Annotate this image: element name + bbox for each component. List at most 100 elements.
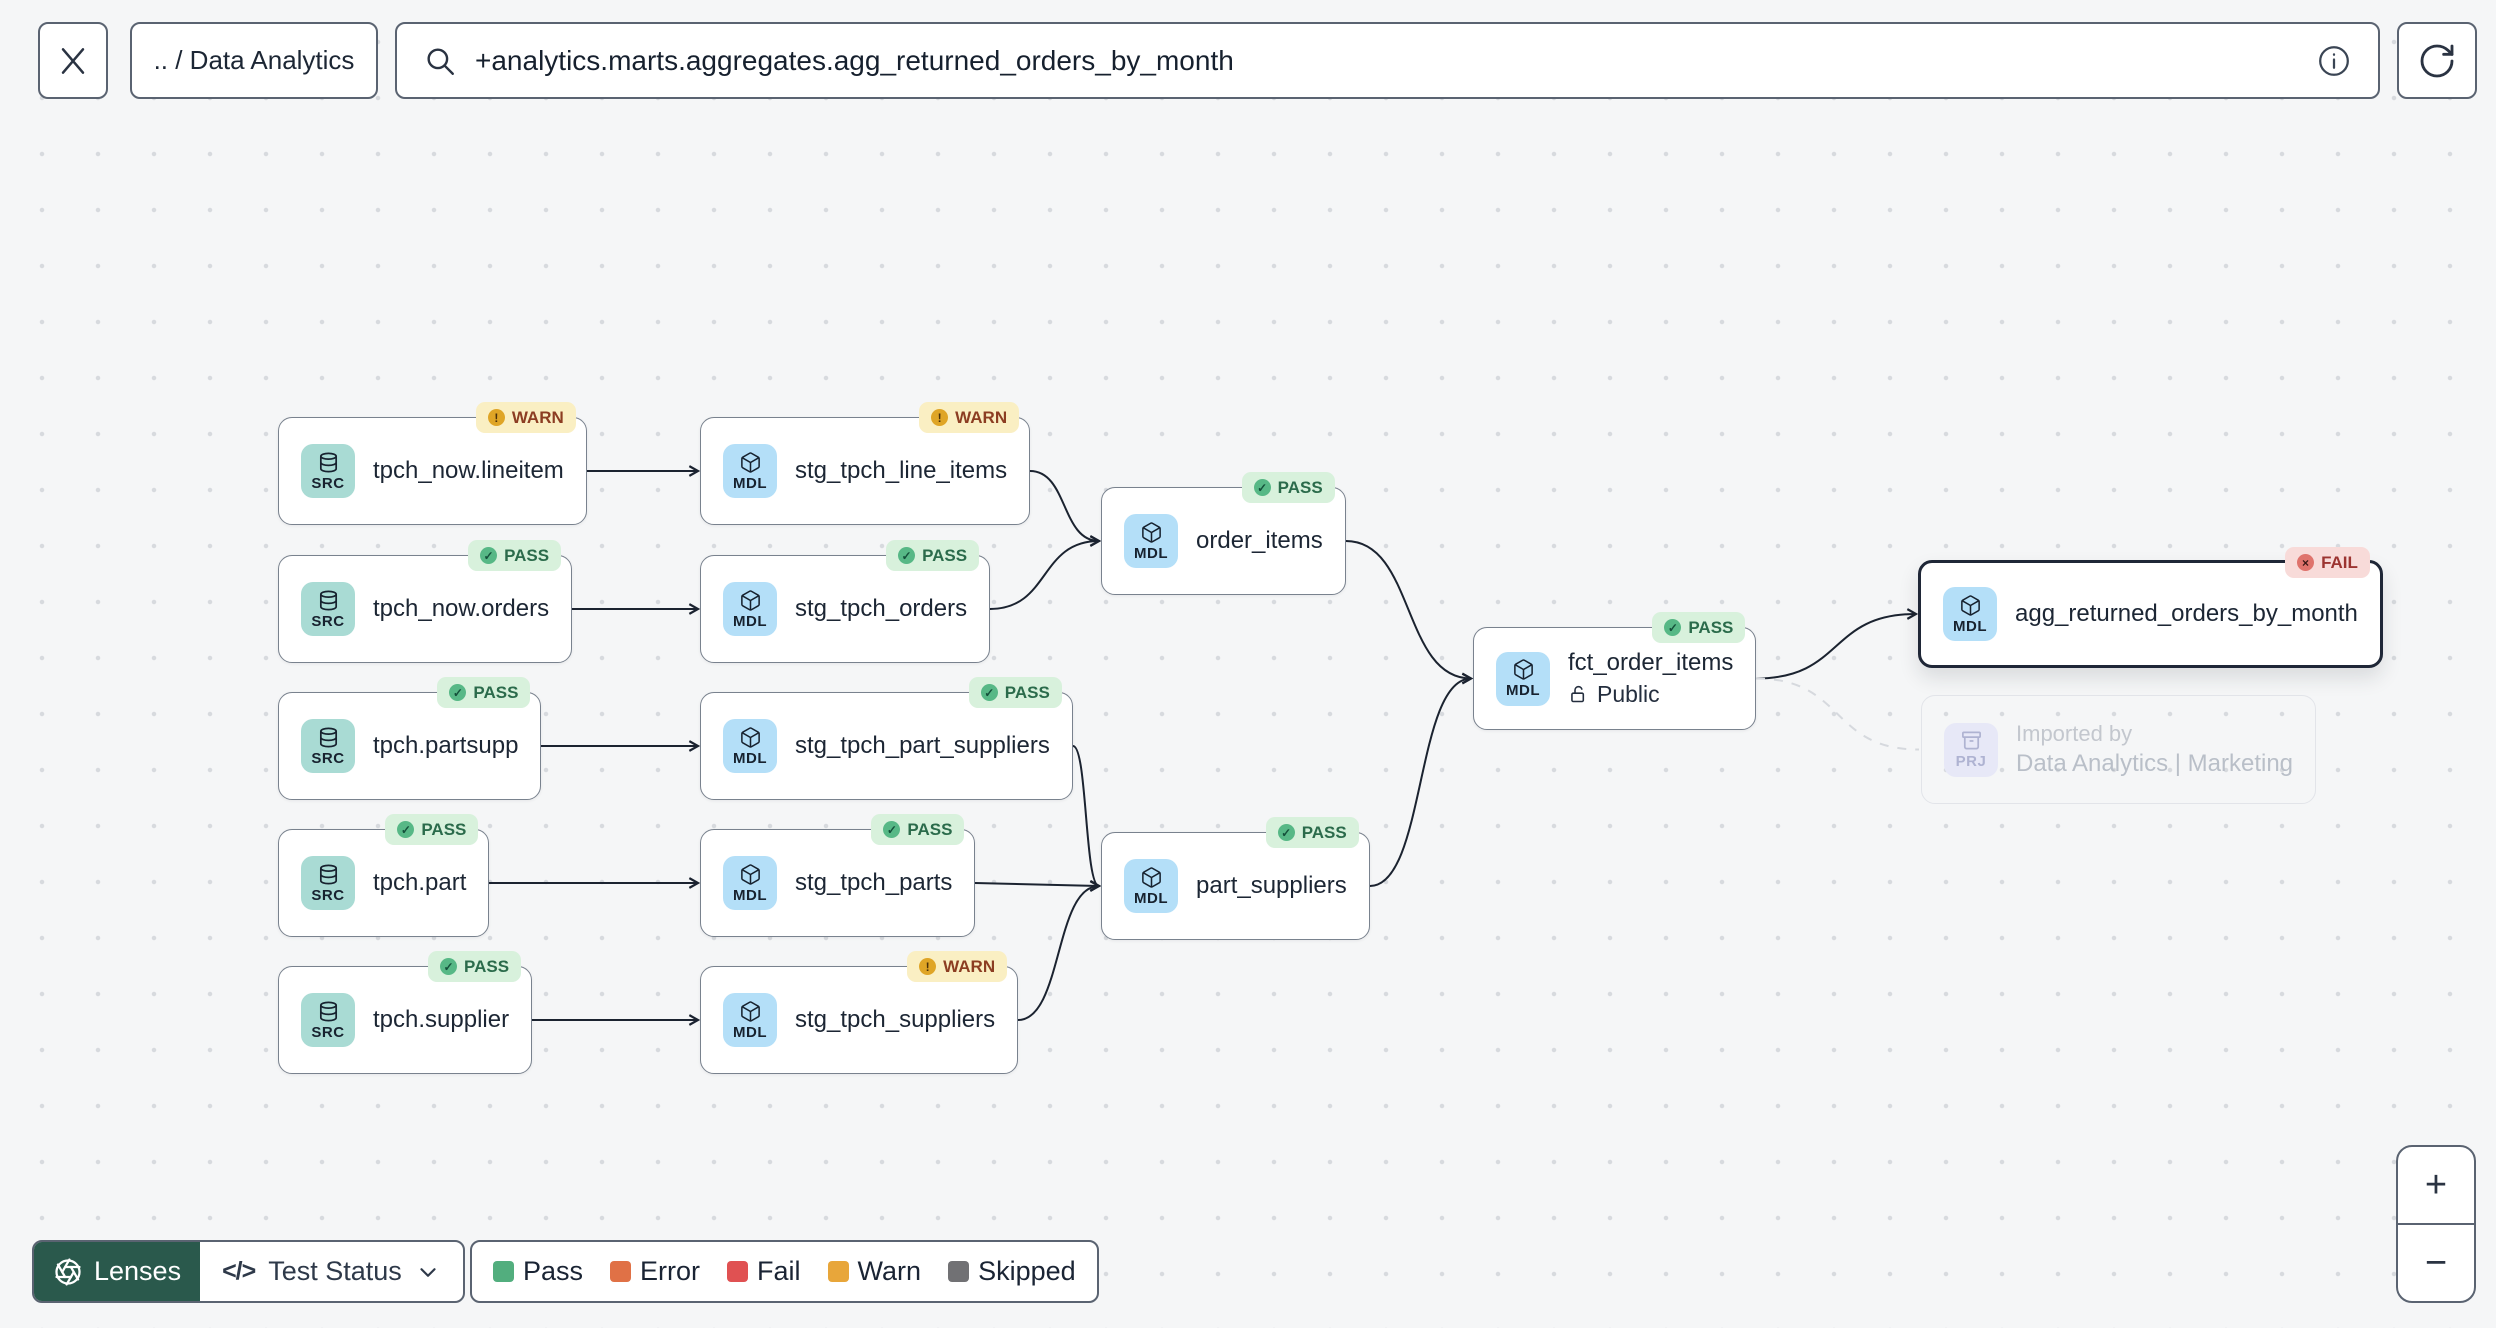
refresh-button[interactable]: [2397, 22, 2477, 99]
status-badge-pass: ✓PASS: [428, 951, 522, 982]
status-badge-pass: ✓PASS: [385, 814, 479, 845]
archive-icon: PRJ: [1944, 722, 1998, 777]
status-dot-icon: ✓: [449, 684, 467, 701]
legend-swatch: [610, 1261, 632, 1282]
lenses-button[interactable]: Lenses: [34, 1242, 201, 1301]
node-subtitle: Data Analytics | Marketing: [2016, 750, 2294, 777]
x-icon: [53, 41, 93, 81]
zoom-out-button[interactable]: −: [2398, 1225, 2474, 1301]
legend-swatch: [727, 1261, 749, 1282]
cube-icon: MDL: [723, 993, 777, 1047]
legend-item-skipped: Skipped: [948, 1256, 1076, 1287]
graph-node-tpch_supplier[interactable]: SRC tpch.supplier ✓PASS: [278, 951, 533, 1074]
legend-item-pass: Pass: [493, 1256, 583, 1287]
cube-icon: MDL: [1124, 859, 1178, 913]
node-title: part_suppliers: [1196, 872, 1347, 899]
database-icon: SRC: [301, 993, 355, 1047]
database-icon: SRC: [301, 719, 355, 773]
status-dot-icon: ✓: [440, 958, 458, 975]
legend-label: Skipped: [978, 1256, 1076, 1286]
cube-icon: MDL: [723, 582, 777, 636]
node-text: tpch_now.orders: [373, 595, 549, 623]
status-badge-warn: !WARN: [907, 951, 1008, 982]
legend-swatch: [948, 1261, 970, 1282]
edge-fct_order_items-to-agg_returned_orders_by_month: [1755, 614, 1916, 680]
legend-swatch: [827, 1261, 849, 1282]
status-dot-icon: ×: [2297, 554, 2315, 571]
node-title: stg_tpch_part_suppliers: [795, 732, 1050, 759]
search-icon: [423, 44, 457, 78]
info-icon[interactable]: [2316, 43, 2352, 79]
status-dot-icon: ✓: [397, 821, 415, 838]
legend-item-error: Error: [610, 1256, 700, 1287]
node-text: tpch.partsupp: [373, 732, 518, 760]
status-dot-icon: ✓: [1253, 479, 1271, 496]
edge-order_items-to-fct_order_items: [1345, 540, 1471, 679]
graph-node-stg_tpch_suppliers[interactable]: MDL stg_tpch_suppliers !WARN: [700, 951, 1019, 1074]
graph-node-stg_tpch_orders[interactable]: MDL stg_tpch_orders ✓PASS: [700, 540, 991, 663]
node-title: stg_tpch_line_items: [795, 457, 1008, 484]
node-title: Imported by: [2016, 721, 2133, 746]
status-dot-icon: !: [487, 409, 505, 426]
search-bar[interactable]: [395, 22, 2380, 99]
status-badge-pass: ✓PASS: [1241, 472, 1335, 503]
node-title: stg_tpch_orders: [795, 595, 968, 622]
status-dot-icon: ✓: [980, 684, 998, 701]
lens-controls: Lenses </> Test Status: [32, 1240, 465, 1303]
lens-selector[interactable]: </> Test Status: [200, 1242, 463, 1301]
node-title: tpch.part: [373, 869, 467, 896]
node-text: tpch.supplier: [373, 1006, 509, 1034]
node-title: stg_tpch_parts: [795, 869, 953, 896]
node-text: agg_returned_orders_by_month: [2015, 600, 2358, 628]
search-input[interactable]: [475, 44, 2298, 77]
node-title: stg_tpch_suppliers: [795, 1006, 996, 1033]
cube-icon: MDL: [723, 444, 777, 498]
edge-part_suppliers-to-fct_order_items: [1369, 679, 1471, 887]
status-badge-pass: ✓PASS: [886, 540, 980, 571]
status-badge-pass: ✓PASS: [1652, 612, 1746, 643]
database-icon: SRC: [301, 444, 355, 498]
edge-stg_tpch_part_suppliers-to-part_suppliers: [1072, 745, 1099, 886]
breadcrumb-label: .. / Data Analytics: [153, 45, 355, 75]
lenses-label: Lenses: [94, 1256, 182, 1286]
node-text: tpch.part: [373, 869, 466, 897]
status-dot-icon: !: [931, 409, 949, 426]
node-text: stg_tpch_suppliers: [795, 1006, 995, 1034]
graph-node-imported_by: PRJ Imported by Data Analytics | Marketing: [1921, 695, 2317, 804]
cube-icon: MDL: [723, 856, 777, 910]
legend-label: Fail: [757, 1256, 801, 1286]
breadcrumb[interactable]: .. / Data Analytics: [130, 22, 378, 99]
plus-icon: +: [2424, 1163, 2448, 1206]
node-title: order_items: [1196, 527, 1323, 554]
edge-fct_order_items-to-imported_by: [1755, 677, 1920, 751]
node-title: tpch.partsupp: [373, 732, 519, 759]
code-icon: </>: [222, 1257, 256, 1285]
node-title: agg_returned_orders_by_month: [2015, 600, 2358, 627]
edge-stg_tpch_suppliers-to-part_suppliers: [1017, 886, 1099, 1021]
close-button[interactable]: [38, 22, 108, 99]
legend-item-warn: Warn: [827, 1256, 921, 1287]
zoom-in-button[interactable]: +: [2398, 1147, 2474, 1225]
edge-stg_tpch_parts-to-part_suppliers: [974, 883, 1099, 886]
lock-open-icon: [1568, 684, 1589, 705]
database-icon: SRC: [301, 582, 355, 636]
status-dot-icon: ✓: [1277, 824, 1295, 841]
node-text: stg_tpch_orders: [795, 595, 967, 623]
edge-stg_tpch_line_items-to-order_items: [1029, 470, 1099, 541]
node-text: tpch_now.lineitem: [373, 457, 564, 485]
node-text: stg_tpch_parts: [795, 869, 952, 897]
status-badge-fail: ×FAIL: [2285, 547, 2370, 578]
